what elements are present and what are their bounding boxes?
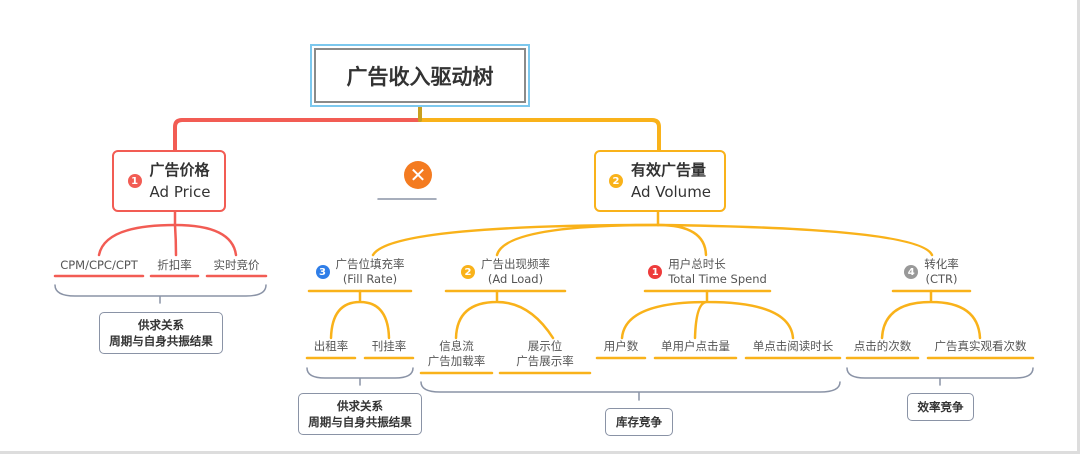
node-users: 用户数 bbox=[603, 338, 639, 353]
node-clicks-per-user: 单用户点击量 bbox=[661, 338, 730, 353]
priority-badge: 4 bbox=[904, 265, 919, 279]
node-fill-rate: 3 广告位填充率(Fill Rate) bbox=[309, 256, 411, 288]
label-en: (Ad Load) bbox=[487, 272, 544, 286]
summary-efficiency: 效率竞争 bbox=[907, 393, 974, 421]
summary-supply-demand-2: 供求关系 周期与自身共振结果 bbox=[298, 393, 422, 435]
node-feed-load: 信息流广告加载率 bbox=[421, 338, 492, 370]
label-cn: 转化率 bbox=[924, 257, 959, 271]
ad-price-node: 1 广告价格 Ad Price bbox=[112, 150, 226, 212]
label: 信息流 bbox=[439, 339, 474, 353]
node-cpm: CPM/CPC/CPT bbox=[60, 257, 138, 272]
ad-volume-cn: 有效广告量 bbox=[630, 161, 706, 179]
label-en: Total Time Spend bbox=[668, 272, 767, 286]
priority-badge: 3 bbox=[315, 265, 330, 279]
node-rtb: 实时竞价 bbox=[213, 257, 260, 272]
summary-line: 供求关系 bbox=[138, 318, 184, 332]
label: 广告加载率 bbox=[427, 354, 486, 368]
node-click-count: 点击的次数 bbox=[853, 338, 912, 353]
node-listing: 刊挂率 bbox=[371, 338, 407, 353]
multiply-icon: ✕ bbox=[404, 161, 432, 189]
node-ad-load: 2 广告出现频率(Ad Load) bbox=[446, 256, 565, 288]
priority-badge: 2 bbox=[608, 174, 623, 188]
ad-volume-en: Ad Volume bbox=[630, 183, 712, 201]
node-read-time: 单点击阅读时长 bbox=[752, 338, 834, 353]
priority-badge: 1 bbox=[648, 265, 663, 279]
summary-inventory: 库存竞争 bbox=[605, 408, 673, 436]
node-occupancy: 出租率 bbox=[313, 338, 349, 353]
ad-price-en: Ad Price bbox=[149, 183, 211, 201]
ad-price-cn: 广告价格 bbox=[149, 161, 210, 179]
label-en: (Fill Rate) bbox=[342, 272, 398, 286]
label: 展示位 bbox=[527, 339, 563, 353]
label: 广告展示率 bbox=[516, 354, 574, 368]
label-cn: 广告位填充率 bbox=[335, 257, 405, 271]
label-cn: 用户总时长 bbox=[668, 257, 726, 271]
node-real-views: 广告真实观看次数 bbox=[934, 338, 1027, 353]
summary-line: 供求关系 bbox=[337, 399, 383, 413]
node-display-rate: 展示位广告展示率 bbox=[500, 338, 590, 370]
node-discount: 折扣率 bbox=[157, 257, 192, 272]
root-node: 广告收入驱动树 bbox=[310, 44, 530, 107]
priority-badge: 2 bbox=[461, 265, 475, 279]
root-title: 广告收入驱动树 bbox=[314, 48, 526, 103]
label-en: (CTR) bbox=[925, 272, 958, 286]
priority-badge: 1 bbox=[127, 174, 142, 188]
summary-supply-demand-1: 供求关系 周期与自身共振结果 bbox=[99, 312, 223, 354]
summary-line: 周期与自身共振结果 bbox=[308, 415, 412, 429]
ad-volume-node: 2 有效广告量 Ad Volume bbox=[594, 150, 726, 212]
summary-line: 周期与自身共振结果 bbox=[109, 334, 213, 348]
node-ctr: 4 转化率(CTR) bbox=[893, 256, 970, 288]
label-cn: 广告出现频率 bbox=[481, 257, 550, 271]
